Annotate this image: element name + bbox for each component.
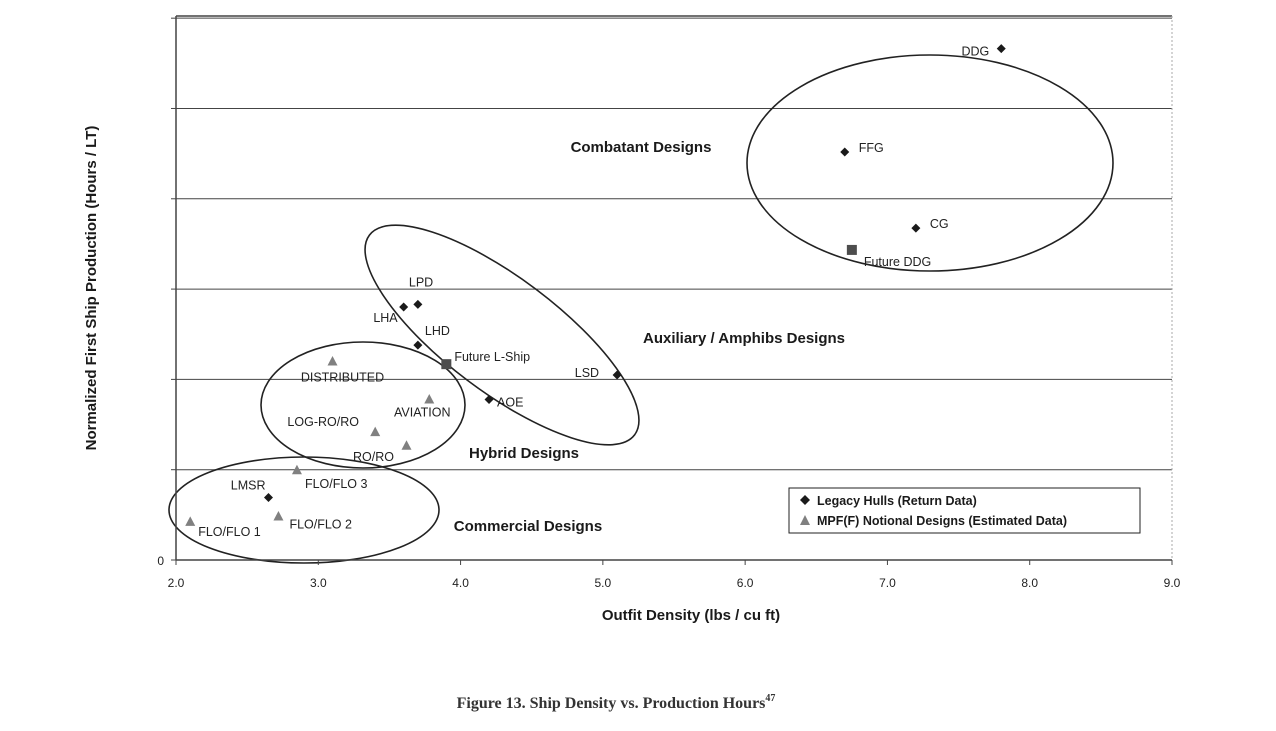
data-points: DDG FFG CG LPD LHA LHD LSD AOE LMSR DISTRIBUTED AV… (185, 44, 1006, 539)
point-flo-flo-1 (185, 516, 196, 526)
annotation-commercial: Commercial Designs (454, 518, 602, 535)
point-label-ddg: DDG (961, 45, 989, 59)
point-future-ddg (846, 244, 857, 255)
point-ddg (996, 44, 1006, 54)
point-label-flo-flo-3: FLO/FLO 3 (305, 477, 368, 491)
point-label-distributed: DISTRIBUTED (301, 370, 384, 384)
x-axis-label: Outfit Density (lbs / cu ft) (602, 607, 780, 624)
ellipse-commercial (168, 456, 440, 564)
legend-entry-legacy: Legacy Hulls (Return Data) (817, 494, 977, 508)
x-tick-label: 4.0 (452, 576, 469, 590)
point-label-future-l-ship: Future L-Ship (454, 350, 530, 364)
annotation-combatant: Combatant Designs (571, 139, 712, 156)
point-label-lpd: LPD (409, 275, 433, 289)
point-ro-ro (401, 440, 412, 450)
point-lmsr (263, 492, 273, 502)
point-label-flo-flo-1: FLO/FLO 1 (198, 525, 261, 539)
point-distributed (327, 355, 338, 366)
point-ffg (840, 147, 850, 157)
ellipse-combatant (746, 54, 1114, 272)
point-label-lmsr: LMSR (231, 478, 266, 492)
point-label-ffg: FFG (859, 141, 884, 155)
x-tick-label: 7.0 (879, 576, 896, 590)
point-label-lhd: LHD (425, 324, 450, 338)
point-lha (399, 302, 409, 312)
point-label-log-ro-ro: LOG-RO/RO (287, 415, 359, 429)
point-log-ro-ro (370, 426, 381, 437)
point-label-aviation: AVIATION (394, 406, 451, 420)
x-tick-labels: 2.0 3.0 4.0 5.0 6.0 7.0 8.0 9.0 (168, 576, 1181, 590)
caption-reference: 47 (765, 693, 775, 704)
x-tick-label: 9.0 (1164, 576, 1181, 590)
point-future-l-ship (441, 359, 452, 370)
point-flo-flo-2 (273, 510, 284, 521)
y-axis-label: Normalized First Ship Production (Hours … (83, 126, 100, 451)
point-label-ro-ro: RO/RO (353, 450, 394, 464)
x-tick-label: 6.0 (737, 576, 754, 590)
group-ellipses (168, 54, 1114, 564)
annotation-auxiliary: Auxiliary / Amphibs Designs (643, 330, 845, 347)
y-tick-labels: 0 (157, 554, 164, 568)
point-aoe (484, 395, 494, 405)
ellipse-auxiliary (364, 224, 640, 446)
legend-box (788, 487, 1141, 534)
caption-text: Figure 13. Ship Density vs. Production H… (457, 695, 766, 712)
legend: Legacy Hulls (Return Data) MPF(F) Notion… (788, 487, 1141, 534)
legend-diamond-icon (800, 495, 810, 505)
point-lhd (413, 340, 423, 350)
x-tick-label: 5.0 (595, 576, 612, 590)
point-label-flo-flo-2: FLO/FLO 2 (289, 517, 352, 531)
point-label-lha: LHA (373, 311, 398, 325)
point-flo-flo-3 (291, 464, 302, 475)
point-aviation (424, 394, 435, 404)
point-label-aoe: AOE (497, 396, 523, 410)
legend-entry-mpf: MPF(F) Notional Designs (Estimated Data) (817, 514, 1067, 528)
point-label-cg: CG (930, 217, 949, 231)
axes (171, 15, 1173, 565)
grid-lines (176, 17, 1172, 471)
x-tick-label: 2.0 (168, 576, 185, 590)
annotation-hybrid: Hybrid Designs (469, 445, 579, 462)
point-label-future-ddg: Future DDG (864, 255, 931, 269)
point-lsd (612, 370, 622, 380)
y-tick-label: 0 (157, 554, 164, 568)
point-label-lsd: LSD (575, 366, 599, 380)
point-lpd (413, 299, 423, 309)
x-tick-label: 3.0 (310, 576, 327, 590)
figure-caption: Figure 13. Ship Density vs. Production H… (457, 693, 776, 712)
point-cg (911, 223, 921, 233)
ellipse-hybrid (260, 341, 466, 469)
legend-triangle-icon (800, 515, 810, 525)
x-tick-label: 8.0 (1021, 576, 1038, 590)
